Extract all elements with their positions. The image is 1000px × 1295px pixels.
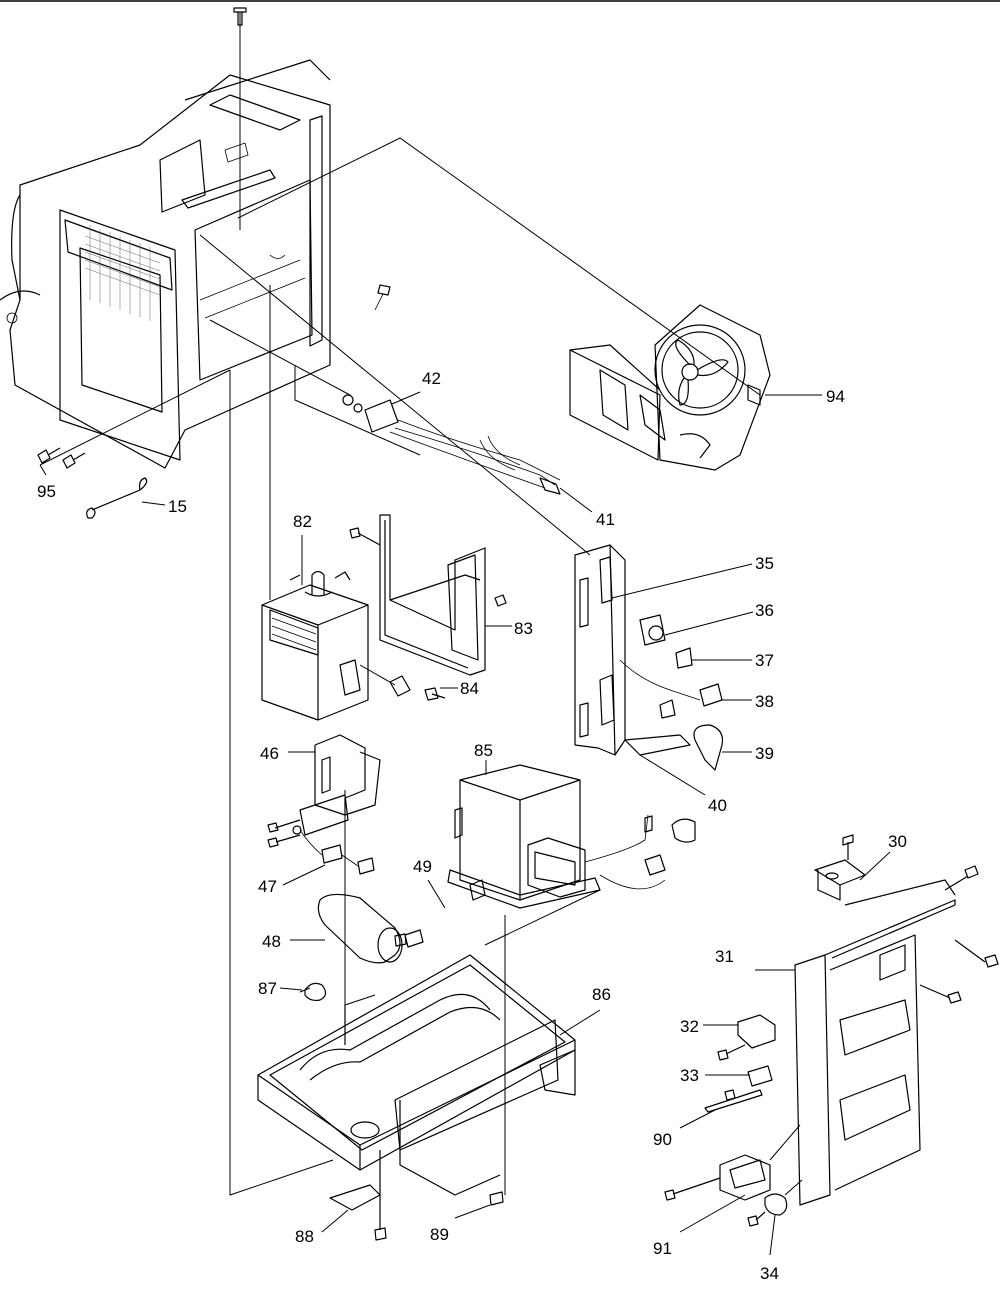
- ground-wire-15: [86, 477, 148, 519]
- outer-cabinet: [0, 59, 331, 469]
- callout-95: 95: [37, 482, 56, 501]
- screw-top: [233, 7, 247, 26]
- switch-38: [659, 683, 723, 719]
- callout-34: 34: [760, 1264, 779, 1283]
- callout-83: 83: [514, 619, 533, 638]
- callout-42: 42: [422, 369, 441, 388]
- callout-49: 49: [413, 857, 432, 876]
- cover-88: [329, 1150, 387, 1241]
- relay-32: [737, 1014, 776, 1049]
- capacitor-bracket-46: [299, 734, 381, 836]
- diode-47: [299, 829, 375, 875]
- callout-85: 85: [474, 741, 493, 760]
- thermal-cutout-84: [389, 675, 446, 701]
- waveguide-83: [379, 514, 486, 676]
- wire-harness-41: [479, 435, 561, 495]
- callout-41: 41: [596, 510, 615, 529]
- callout-30: 30: [888, 832, 907, 851]
- callout-38: 38: [755, 692, 774, 711]
- callout-82: 82: [293, 512, 312, 531]
- callout-90: 90: [653, 1130, 672, 1149]
- fan-assembly-94: [569, 304, 771, 471]
- callout-47: 47: [258, 877, 277, 896]
- pin-90: [704, 1089, 763, 1113]
- callout-39: 39: [755, 744, 774, 763]
- lever-39: [624, 724, 724, 771]
- thermostat-34: [747, 1193, 788, 1227]
- callout-36: 36: [755, 601, 774, 620]
- screws-95: [37, 447, 86, 469]
- callout-88: 88: [295, 1227, 314, 1246]
- bracket-30: [814, 834, 866, 901]
- callout-32: 32: [680, 1017, 699, 1036]
- side-panel-31: [794, 879, 956, 1206]
- terminal-49: [404, 879, 486, 948]
- callout-91: 91: [653, 1239, 672, 1258]
- magnetron-82: [261, 570, 369, 721]
- thermostat-87: [299, 982, 327, 1002]
- callout-46: 46: [260, 744, 279, 763]
- callout-86: 86: [592, 985, 611, 1004]
- fuse-holder-42: [342, 394, 561, 489]
- base-plate-86: [257, 954, 576, 1196]
- latch-board-35: [574, 544, 626, 756]
- callout-35: 35: [755, 554, 774, 573]
- switch-37: [675, 647, 693, 669]
- callout-84: 84: [460, 679, 479, 698]
- callout-40: 40: [708, 796, 727, 815]
- callout-48: 48: [262, 932, 281, 951]
- callout-37: 37: [755, 651, 774, 670]
- callout-31: 31: [715, 947, 734, 966]
- vent-grid: [84, 225, 161, 321]
- callout-33: 33: [680, 1066, 699, 1085]
- callout-15: 15: [168, 497, 187, 516]
- bracket-33: [747, 1065, 773, 1087]
- capacitor-48: [317, 893, 407, 964]
- callout-89: 89: [430, 1225, 449, 1244]
- transformer-91: [664, 1154, 771, 1201]
- callout-94: 94: [826, 387, 845, 406]
- screw-mid: [374, 284, 391, 311]
- switch-36: [639, 614, 666, 646]
- callout-87: 87: [258, 979, 277, 998]
- screw-89: [489, 1191, 504, 1206]
